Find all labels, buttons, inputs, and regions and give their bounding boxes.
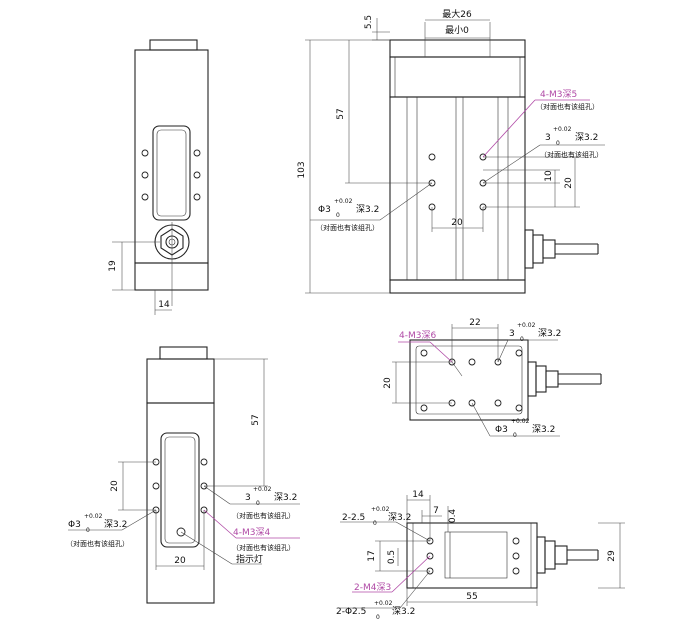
view-front-top-right: 5.5 最大26 最小0 57 103 20 10 20 bbox=[297, 8, 599, 294]
pin-mr-value: 3 bbox=[509, 329, 515, 339]
pin-br-b-tol: +0.02 bbox=[374, 600, 393, 607]
dim-5-5: 5.5 bbox=[364, 15, 374, 29]
pin-br-a-depth: 深3.2 bbox=[388, 512, 411, 523]
pin-tr-tol: +0.02 bbox=[553, 126, 572, 133]
dim-19: 19 bbox=[108, 260, 118, 272]
view-side-bottom-left: 57 20 20 bbox=[110, 346, 268, 604]
view-front-bottom-right: 14 7 0.4 17 0.5 29 55 bbox=[367, 490, 625, 606]
pin-bl2-tol: +0.02 bbox=[84, 513, 103, 520]
pin-tl-tol: +0.02 bbox=[334, 198, 353, 205]
pin-tl-base: 0 bbox=[336, 212, 340, 219]
dim-20-d: 20 bbox=[174, 556, 186, 566]
pin-bl-tol: +0.02 bbox=[253, 486, 272, 493]
pin-bl-value: 3 bbox=[245, 493, 251, 503]
dim-min-0: 最小0 bbox=[445, 25, 469, 36]
pin-mb-base: 0 bbox=[513, 432, 517, 439]
dim-10: 10 bbox=[544, 170, 554, 182]
note-through-c: （对面也有该组孔） bbox=[316, 223, 379, 232]
pin-bl2-depth: 深3.2 bbox=[104, 519, 127, 530]
pin-br-b-depth: 深3.2 bbox=[392, 606, 415, 617]
pin-mr-tol: +0.02 bbox=[517, 322, 536, 329]
pin-tl-value: Φ3 bbox=[318, 205, 331, 215]
pin-mb-tol: +0.02 bbox=[511, 418, 530, 425]
dim-14-b: 14 bbox=[412, 490, 424, 500]
pin-bl-depth: 深3.2 bbox=[274, 492, 297, 503]
pin-br-a-base: 0 bbox=[373, 520, 377, 527]
dim-55: 55 bbox=[466, 592, 477, 602]
view-top-middle-right: 22 20 bbox=[383, 318, 602, 421]
pin-tl-depth: 深3.2 bbox=[356, 204, 379, 215]
pin-br-a-value: 2-2.5 bbox=[342, 513, 365, 523]
leader-lines bbox=[68, 99, 605, 609]
dim-7: 7 bbox=[433, 506, 439, 516]
pin-mr-base: 0 bbox=[520, 336, 524, 343]
pin-br-b-value: 2-Φ2.5 bbox=[336, 607, 366, 617]
pin-br-b-base: 0 bbox=[376, 614, 380, 621]
pin-tr-depth: 深3.2 bbox=[575, 132, 598, 143]
dim-0-4: 0.4 bbox=[448, 509, 458, 524]
dim-max-26: 最大26 bbox=[442, 8, 472, 20]
dim-29: 29 bbox=[607, 550, 617, 562]
dim-20-b: 20 bbox=[451, 218, 463, 228]
view-side-top-left: 19 14 bbox=[108, 39, 209, 315]
dim-20-a: 20 bbox=[564, 177, 574, 189]
pin-mr-depth: 深3.2 bbox=[538, 328, 561, 339]
dim-17: 17 bbox=[367, 550, 377, 561]
note-m3-depth5: 4-M3深5 bbox=[540, 89, 577, 100]
dim-0-5: 0.5 bbox=[387, 550, 397, 564]
dim-57-b: 57 bbox=[251, 414, 261, 425]
note-through-d: （对面也有该组孔） bbox=[232, 511, 295, 520]
note-through-a: （对面也有该组孔） bbox=[536, 102, 599, 111]
note-m4-depth3: 2-M4深3 bbox=[354, 582, 391, 593]
pin-br-a-tol: +0.02 bbox=[371, 506, 390, 513]
pin-bl-base: 0 bbox=[256, 500, 260, 507]
pin-bl2-base: 0 bbox=[86, 527, 90, 534]
note-through-b: （对面也有该组孔） bbox=[540, 150, 603, 159]
dim-14-a: 14 bbox=[158, 300, 170, 310]
pin-tr-base: 0 bbox=[556, 140, 560, 147]
note-m3-depth6: 4-M3深6 bbox=[399, 330, 436, 341]
pin-bl2-value: Φ3 bbox=[68, 520, 81, 530]
pin-tr-value: 3 bbox=[545, 133, 551, 143]
note-through-f: （对面也有该组孔） bbox=[66, 539, 129, 548]
note-m3-depth4: 4-M3深4 bbox=[233, 527, 270, 538]
pin-mb-value: Φ3 bbox=[495, 425, 508, 435]
dim-57-a: 57 bbox=[336, 108, 346, 119]
note-through-e: （对面也有该组孔） bbox=[232, 543, 295, 552]
pin-mb-depth: 深3.2 bbox=[532, 424, 555, 435]
dim-20-c: 20 bbox=[110, 480, 120, 492]
dim-103: 103 bbox=[297, 161, 307, 178]
dim-20-e: 20 bbox=[383, 377, 393, 389]
dim-22: 22 bbox=[469, 318, 480, 328]
note-indicator-light: 指示灯 bbox=[236, 553, 263, 565]
